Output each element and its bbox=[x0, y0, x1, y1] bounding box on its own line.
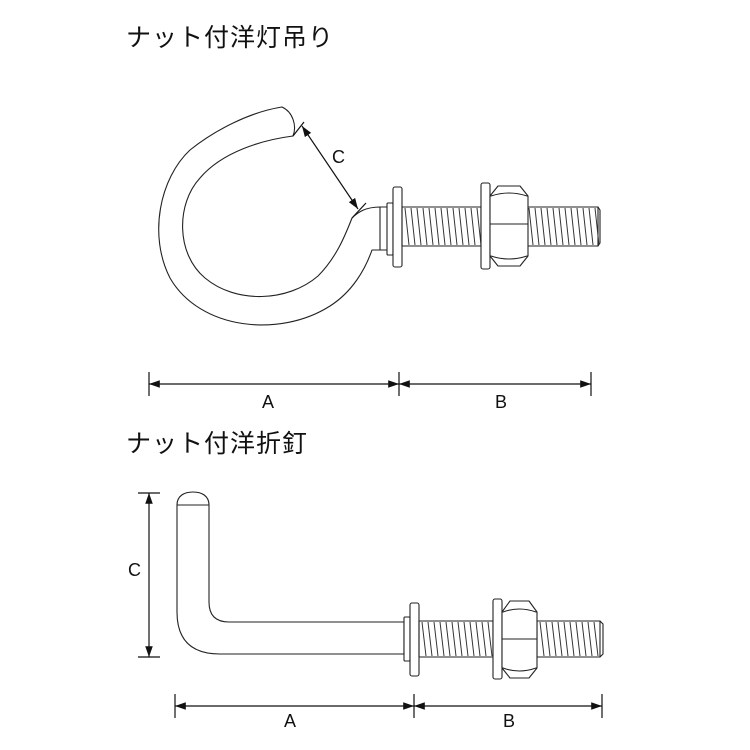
dimension-ab-bottom: A B bbox=[174, 694, 603, 731]
dimension-c-top: C bbox=[292, 121, 367, 219]
thread-line bbox=[563, 621, 569, 657]
thread-line bbox=[446, 207, 452, 246]
thread-line bbox=[594, 207, 600, 246]
thread-line bbox=[552, 207, 558, 246]
thread-line bbox=[588, 207, 594, 246]
thread-line bbox=[570, 207, 576, 246]
thread-lines bbox=[421, 621, 493, 657]
thread-line bbox=[434, 207, 440, 246]
nail-body bbox=[176, 491, 405, 655]
thread-line bbox=[416, 207, 422, 246]
thread-line bbox=[439, 621, 445, 657]
dimension-label-c: C bbox=[332, 147, 345, 167]
thread-line bbox=[457, 621, 463, 657]
thread-line bbox=[569, 621, 575, 657]
thread-line bbox=[452, 207, 458, 246]
hook-flange bbox=[386, 186, 403, 268]
thread-line bbox=[551, 621, 557, 657]
thread-line bbox=[422, 207, 428, 246]
thread-line bbox=[558, 207, 564, 246]
dimension-label-b: B bbox=[495, 392, 507, 412]
thread-line bbox=[445, 621, 451, 657]
thread-line bbox=[528, 207, 534, 246]
thread-line bbox=[470, 207, 476, 246]
thread-line bbox=[476, 207, 482, 246]
thread-line bbox=[410, 207, 416, 246]
thread-lines bbox=[539, 621, 599, 657]
thread-line bbox=[427, 621, 433, 657]
thread-line bbox=[534, 207, 540, 246]
bent-nail-drawing: C A B bbox=[128, 491, 604, 731]
dimension-label-a: A bbox=[262, 392, 274, 412]
thread-line bbox=[557, 621, 563, 657]
thread-line bbox=[433, 621, 439, 657]
thread-line bbox=[458, 207, 464, 246]
thread-line bbox=[428, 207, 434, 246]
dimension-c-bottom: C bbox=[128, 492, 160, 658]
hook-thread bbox=[379, 206, 601, 251]
thread-line bbox=[475, 621, 481, 657]
dimension-label-c: C bbox=[128, 560, 141, 580]
thread-line bbox=[463, 621, 469, 657]
thread-line bbox=[487, 621, 493, 657]
nail-flange bbox=[403, 602, 420, 677]
dimension-label-a: A bbox=[284, 711, 296, 731]
thread-line bbox=[539, 621, 545, 657]
thread-line bbox=[564, 207, 570, 246]
thread-line bbox=[576, 207, 582, 246]
nail-thread bbox=[418, 620, 604, 658]
hook-body bbox=[158, 106, 381, 326]
thread-line bbox=[545, 621, 551, 657]
thread-lines bbox=[528, 207, 600, 246]
thread-line bbox=[464, 207, 470, 246]
title-lamp-hook: ナット付洋灯吊り bbox=[126, 23, 335, 52]
hook-nut bbox=[480, 182, 529, 270]
dimension-ab-top: A B bbox=[148, 372, 592, 412]
nail-nut bbox=[492, 598, 538, 680]
thread-line bbox=[546, 207, 552, 246]
thread-line bbox=[575, 621, 581, 657]
thread-line bbox=[469, 621, 475, 657]
thread-line bbox=[421, 621, 427, 657]
thread-line bbox=[582, 207, 588, 246]
thread-line bbox=[587, 621, 593, 657]
thread-line bbox=[593, 621, 599, 657]
thread-line bbox=[451, 621, 457, 657]
lamp-hook-drawing: C A B bbox=[148, 106, 601, 412]
thread-line bbox=[481, 621, 487, 657]
thread-line bbox=[404, 207, 410, 246]
title-bent-nail: ナット付洋折釘 bbox=[126, 429, 309, 458]
thread-line bbox=[440, 207, 446, 246]
thread-line bbox=[540, 207, 546, 246]
thread-lines bbox=[404, 207, 482, 246]
thread-line bbox=[581, 621, 587, 657]
dimension-label-b: B bbox=[503, 711, 515, 731]
